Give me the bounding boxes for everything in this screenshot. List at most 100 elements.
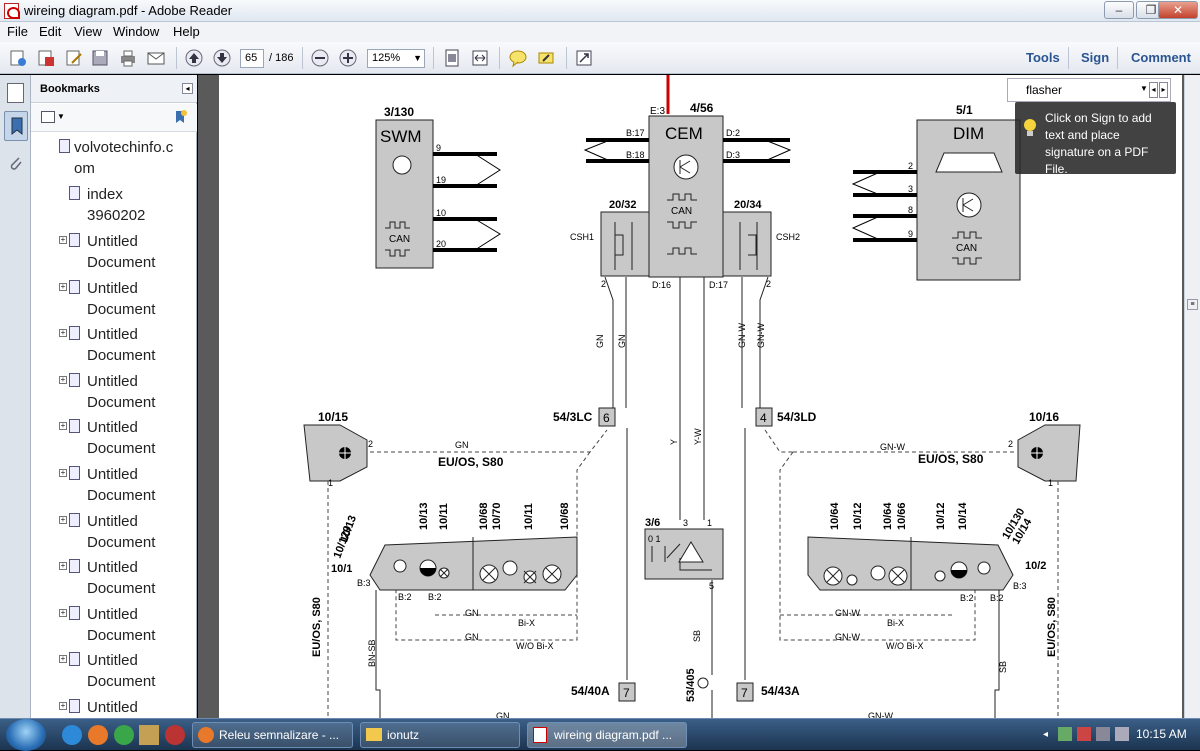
expand-icon[interactable]: + [59, 701, 67, 710]
tray-icon[interactable] [1058, 727, 1072, 741]
expand-icon[interactable]: + [59, 235, 67, 244]
zoom-select[interactable]: 125% ▼ [367, 49, 425, 68]
csh2-module [722, 211, 772, 277]
comment-link[interactable]: Comment [1131, 50, 1191, 65]
toolbar: 65 / 186 125%▼ Tools Sign Comment [0, 42, 1200, 74]
euos-left: EU/OS, S80 [438, 455, 504, 469]
chevron-down-icon[interactable]: ▼ [1140, 84, 1148, 93]
volume-icon[interactable] [1115, 727, 1129, 741]
bookmarks-panel: Bookmarks ◂ ▼ −volvotechinfo.comindex396… [31, 75, 224, 718]
menu-help[interactable]: Help [173, 24, 200, 39]
label-10-14-a: 10/14 [957, 502, 969, 530]
create-pdf-icon[interactable] [8, 48, 28, 68]
cem-pin-e3: E:3 [650, 106, 665, 117]
find-box[interactable]: flasher ▼ ◂ ▸ [1007, 78, 1171, 102]
bookmark-icon [69, 419, 80, 434]
label-10-12-b: 10/12 [935, 502, 947, 530]
page-number-input[interactable]: 65 [240, 49, 264, 68]
wire-gnw-3: GN-W [880, 442, 905, 452]
bookmarks-list: −volvotechinfo.comindex3960202+UntitledD… [31, 133, 179, 718]
email-icon[interactable] [146, 48, 166, 68]
find-input[interactable]: flasher [1026, 83, 1063, 97]
wire-wobix-right: W/O Bi-X [886, 641, 924, 651]
expand-icon[interactable]: + [59, 514, 67, 524]
expand-icon[interactable]: + [59, 468, 67, 477]
menu-view[interactable]: View [74, 24, 102, 39]
zoom-in-icon[interactable] [338, 48, 358, 68]
cem-pin-d3: D:3 [726, 150, 740, 160]
ie-icon[interactable] [62, 725, 82, 745]
left-pin-b2b: B:2 [428, 592, 442, 602]
document-scrollbar[interactable]: ≡ [1184, 75, 1200, 718]
previous-page-icon[interactable] [184, 48, 204, 68]
network-icon[interactable] [1096, 727, 1110, 741]
sign-link[interactable]: Sign [1081, 50, 1110, 65]
save-icon[interactable] [90, 48, 110, 68]
close-button[interactable]: ✕ [1158, 1, 1198, 19]
zoom-value: 125% [372, 52, 401, 64]
comment-icon[interactable] [508, 48, 528, 68]
print-icon[interactable] [118, 48, 138, 68]
label-10-11-a: 10/11 [438, 503, 450, 530]
winamp-icon[interactable] [139, 725, 159, 745]
utorrent-icon[interactable] [114, 725, 134, 745]
hazard-pin-3: 3 [683, 518, 688, 528]
bookmarks-title: Bookmarks [40, 83, 100, 95]
wire-gnw-1: GN-W [737, 323, 747, 348]
bookmark-label-line2: Document [87, 487, 156, 504]
acrobat-icon[interactable] [36, 48, 56, 68]
app-icon[interactable] [165, 725, 185, 745]
expand-icon[interactable] [574, 48, 594, 68]
taskbar-item-firefox[interactable]: Releu semnalizare - ... [192, 722, 353, 748]
expand-icon[interactable]: + [59, 421, 67, 431]
chevron-down-icon[interactable]: ▼ [57, 112, 65, 121]
taskbar-item-folder[interactable]: ionutz [360, 722, 520, 748]
bookmark-label-line1: Untitled [87, 233, 138, 250]
adobe-pdf-icon [533, 727, 547, 743]
dim-pin-2: 2 [908, 161, 913, 171]
bookmarks-tab[interactable] [4, 111, 28, 141]
fit-width-icon[interactable] [470, 48, 490, 68]
bookmark-icon [11, 117, 23, 136]
dim-pin-9: 9 [908, 229, 913, 239]
fit-page-icon[interactable] [442, 48, 462, 68]
start-button[interactable] [6, 719, 46, 751]
bookmark-icon [69, 372, 80, 387]
minimize-button[interactable]: – [1104, 1, 1134, 19]
collapse-panel-icon[interactable]: ◂ [182, 83, 193, 94]
firefox-icon[interactable] [88, 725, 108, 745]
expand-icon[interactable]: + [59, 607, 67, 617]
label-10-11-b: 10/11 [523, 503, 535, 530]
expand-icon[interactable]: + [59, 281, 67, 291]
cem-pin-d16: D:16 [652, 280, 671, 290]
bookmark-icon [69, 559, 80, 574]
highlight-icon[interactable] [536, 48, 556, 68]
menu-file[interactable]: File [7, 24, 28, 39]
chevron-down-icon: ▼ [413, 53, 422, 63]
expand-icon[interactable]: + [59, 328, 67, 338]
page-thumbnails-icon[interactable] [7, 83, 24, 103]
tray-expand-icon[interactable]: ◂ [1043, 729, 1049, 740]
find-previous-icon[interactable]: ◂ [1149, 82, 1158, 98]
taskbar-item-reader[interactable]: wireing diagram.pdf ... [527, 722, 687, 748]
find-next-icon[interactable]: ▸ [1159, 82, 1168, 98]
expand-icon[interactable]: + [59, 374, 67, 384]
swm-pin-10: 10 [436, 208, 446, 218]
attachments-icon[interactable] [7, 153, 24, 173]
tray-icon[interactable] [1077, 727, 1091, 741]
menu-edit[interactable]: Edit [39, 24, 62, 39]
tools-link[interactable]: Tools [1026, 50, 1060, 65]
new-bookmark-icon[interactable] [173, 109, 187, 125]
expand-icon[interactable]: + [59, 561, 67, 571]
zoom-out-icon[interactable] [310, 48, 330, 68]
edit-icon[interactable] [64, 48, 84, 68]
csh1-pin: 2 [601, 279, 606, 289]
menu-window[interactable]: Window [113, 24, 160, 39]
document-view: E:3 3/130 SWM CAN 9 19 10 20 4/56 CEM CA… [198, 75, 1184, 718]
options-icon[interactable] [41, 111, 55, 123]
clock[interactable]: 10:15 AM [1136, 727, 1187, 741]
scrollbar-grip-icon[interactable]: ≡ [1187, 299, 1198, 310]
expand-icon[interactable]: + [59, 654, 67, 664]
next-page-icon[interactable] [212, 48, 232, 68]
wire-gn-4: GN [465, 608, 479, 618]
